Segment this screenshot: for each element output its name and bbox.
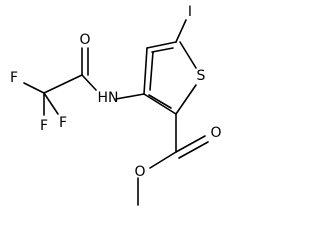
bond-cf3-f1: [23, 82, 45, 94]
atom-fluorine-1: F: [10, 70, 18, 86]
atom-iodine: I: [188, 4, 192, 20]
bond-ester-c-o-double-a: [175, 135, 206, 153]
bond-amide-c-cf3: [43, 74, 83, 94]
bond-s-c5: [179, 41, 197, 69]
bond-c5-iodine: [175, 19, 187, 43]
bond-c5-c4: [146, 41, 177, 49]
bond-ester-c-o-single: [149, 151, 177, 169]
atom-fluorine-2: F: [59, 115, 67, 131]
atom-fluorine-3: F: [40, 118, 48, 134]
atom-sulfur: S: [197, 68, 206, 84]
chemical-structure-diagram: I S HN O F F F O O: [10, 4, 222, 206]
bond-ester-c-o-double-b: [178, 141, 209, 159]
atom-ester-carbonyl-oxygen: O: [210, 125, 221, 141]
atom-ester-ether-oxygen: O: [134, 164, 145, 180]
bond-c2-c3-double: [148, 94, 172, 109]
atom-amide-oxygen: O: [79, 32, 90, 48]
bond-c2-s: [175, 84, 197, 115]
bond-nh-amide-c: [81, 74, 97, 91]
bond-c3-c2: [143, 93, 177, 115]
bond-c5-c4-double: [151, 47, 174, 53]
bond-cf3-f2: [43, 92, 59, 115]
atom-amide-nh: HN: [98, 90, 119, 106]
bond-c4-c3: [143, 47, 148, 95]
bond-c4-c3-double: [149, 51, 154, 91]
bond-c3-nh: [115, 93, 145, 100]
